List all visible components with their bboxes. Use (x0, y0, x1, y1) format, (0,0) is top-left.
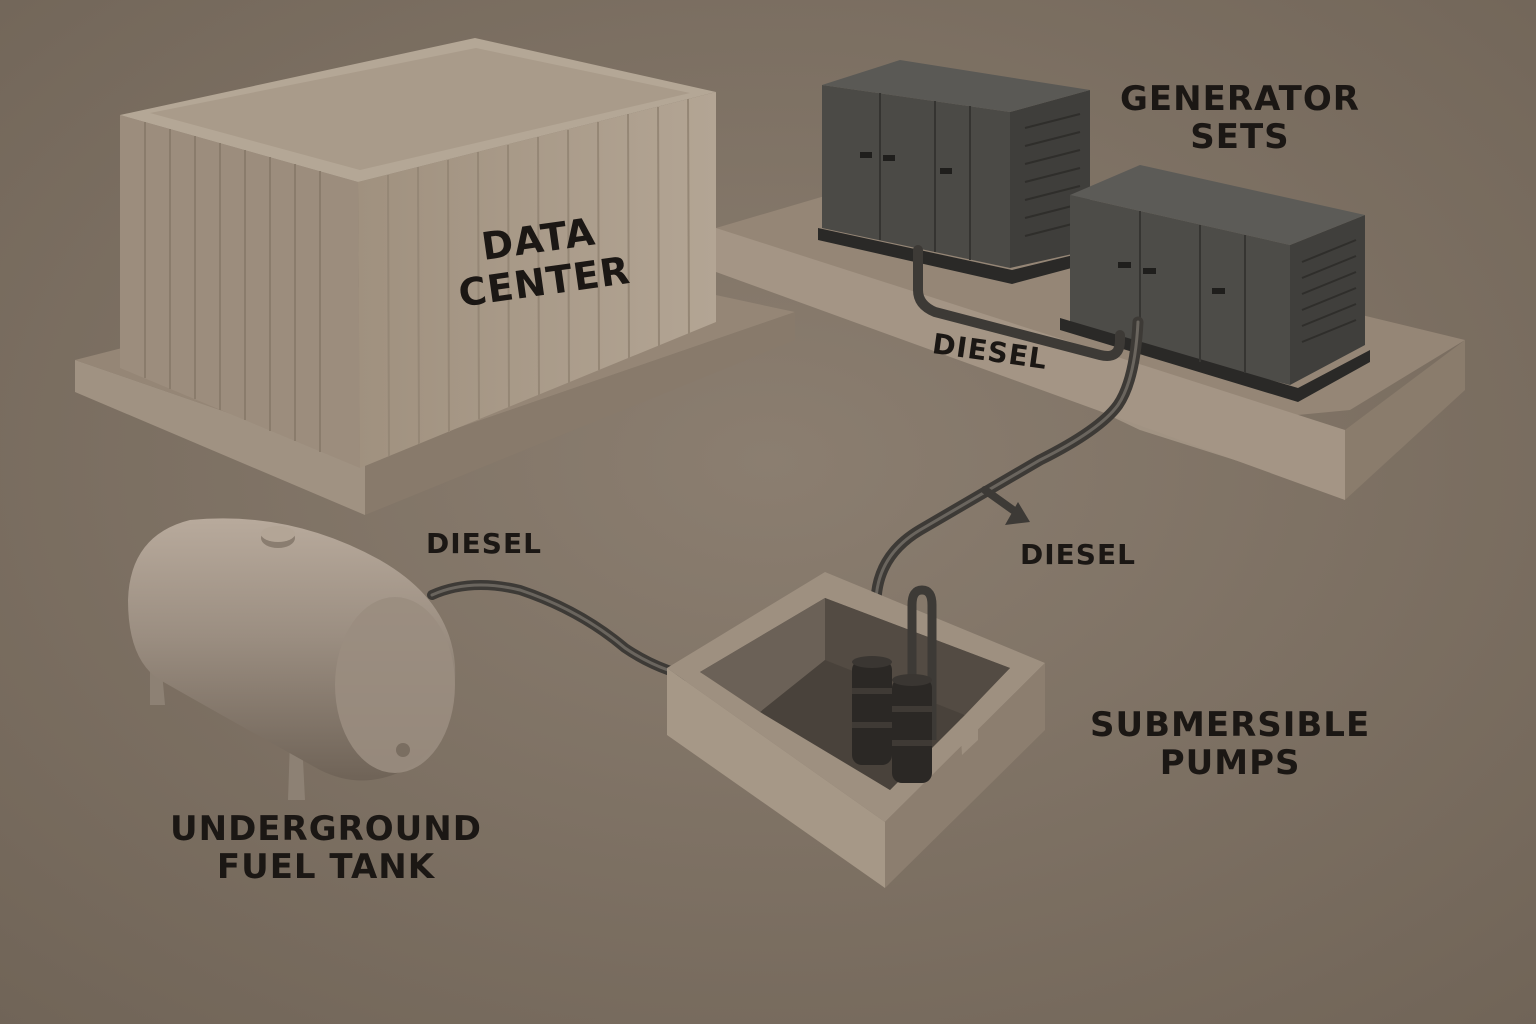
label-generator-sets-line-1: GENERATOR (1120, 79, 1360, 119)
pit-wall-front-right (885, 663, 1045, 888)
tank-end-cap (335, 597, 455, 773)
generator-1-front (822, 85, 1010, 268)
label-underground-fuel-tank: UNDERGROUND FUEL TANK (170, 810, 482, 886)
generator-1-base (818, 228, 1094, 284)
label-diesel-arrow: DIESEL (1020, 538, 1136, 571)
label-submersible-pumps-line-2: PUMPS (1159, 743, 1301, 784)
data-center-wall-left (120, 115, 360, 468)
submersible-pumps (852, 585, 937, 783)
generator-platform-front-face (716, 228, 1345, 500)
label-generator-sets: GENERATOR SETS (1120, 80, 1360, 156)
pit-wall-front-left (667, 668, 885, 888)
data-center-slab-side (365, 312, 795, 515)
generator-platform-side (1345, 340, 1465, 500)
generator-2-top (1070, 165, 1365, 245)
label-underground-fuel-tank-line-1: UNDERGROUND (170, 809, 482, 849)
generator-set-1 (818, 60, 1094, 284)
label-underground-fuel-tank-line-2: FUEL TANK (216, 847, 436, 888)
data-center-slab-front (75, 360, 365, 515)
pipe-generator-link (913, 245, 1125, 361)
underground-fuel-tank (128, 518, 456, 800)
pump-2-body (892, 678, 932, 783)
pump-2-riser (907, 585, 937, 740)
generator-1-top (822, 60, 1090, 112)
label-submersible-pumps: SUBMERSIBLE PUMPS (1090, 706, 1370, 782)
label-submersible-pumps-line-1: SUBMERSIBLE (1090, 705, 1371, 745)
label-generator-sets-line-2: SETS (1190, 117, 1290, 158)
pump-1-body (852, 660, 892, 765)
label-diesel-arrow-text: DIESEL (1020, 538, 1136, 571)
label-diesel-tank: DIESEL (426, 527, 542, 560)
tank-valve (396, 743, 410, 757)
label-diesel-tank-text: DIESEL (426, 527, 542, 560)
diesel-pipes (427, 245, 1144, 685)
data-center-building (75, 38, 795, 515)
data-center-roof-inner (150, 48, 690, 170)
